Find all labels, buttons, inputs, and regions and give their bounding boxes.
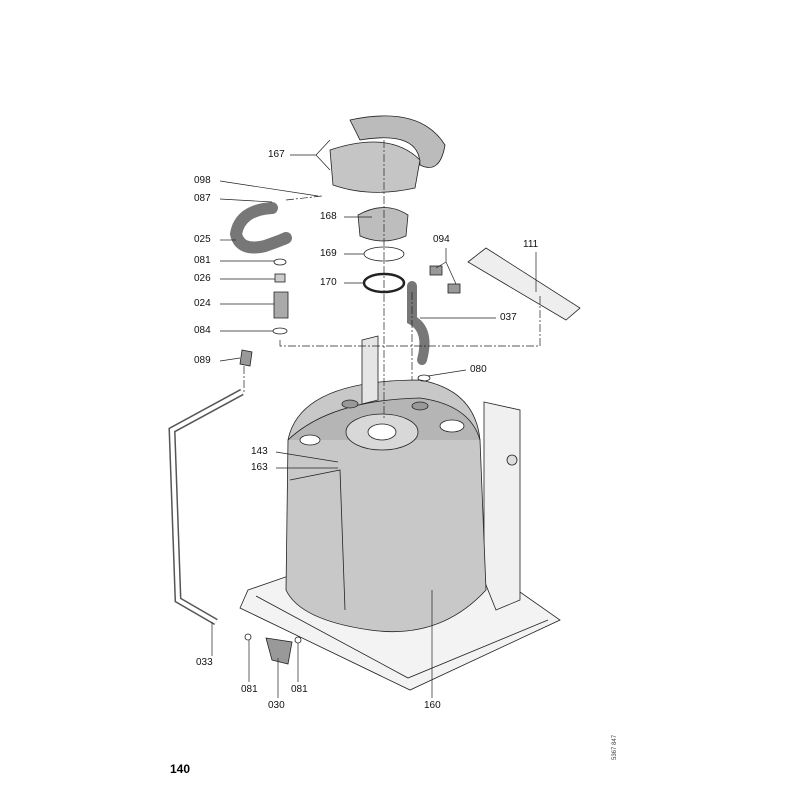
label-170: 170	[320, 277, 337, 288]
label-026: 026	[194, 273, 211, 284]
rail-111	[467, 247, 581, 321]
cover-167	[349, 115, 446, 168]
label-089: 089	[194, 355, 211, 366]
label-033: 033	[196, 657, 213, 668]
label-087: 087	[194, 193, 211, 204]
label-168: 168	[320, 211, 337, 222]
hose-037	[407, 281, 430, 365]
label-081: 081	[291, 684, 308, 695]
label-094: 094	[433, 234, 450, 245]
side-panel	[483, 401, 521, 611]
valve-030	[265, 637, 293, 665]
label-084: 084	[194, 325, 211, 336]
label-098: 098	[194, 175, 211, 186]
page-number: 140	[170, 762, 191, 776]
label-081: 081	[241, 684, 258, 695]
label-037: 037	[500, 312, 517, 323]
document-number: 5367 847	[612, 734, 618, 760]
label-111: 111	[523, 239, 539, 250]
tank-160	[285, 379, 487, 633]
label-169: 169	[320, 248, 337, 259]
label-025: 025	[194, 234, 211, 245]
label-167: 167	[268, 149, 285, 160]
label-163: 163	[251, 462, 268, 473]
label-160: 160	[424, 700, 441, 711]
label-080: 080	[470, 364, 487, 375]
part-168	[357, 207, 409, 242]
label-030: 030	[268, 700, 285, 711]
label-081: 081	[194, 255, 211, 266]
hose-025	[229, 202, 292, 254]
label-143: 143	[251, 446, 268, 457]
label-024: 024	[194, 298, 211, 309]
